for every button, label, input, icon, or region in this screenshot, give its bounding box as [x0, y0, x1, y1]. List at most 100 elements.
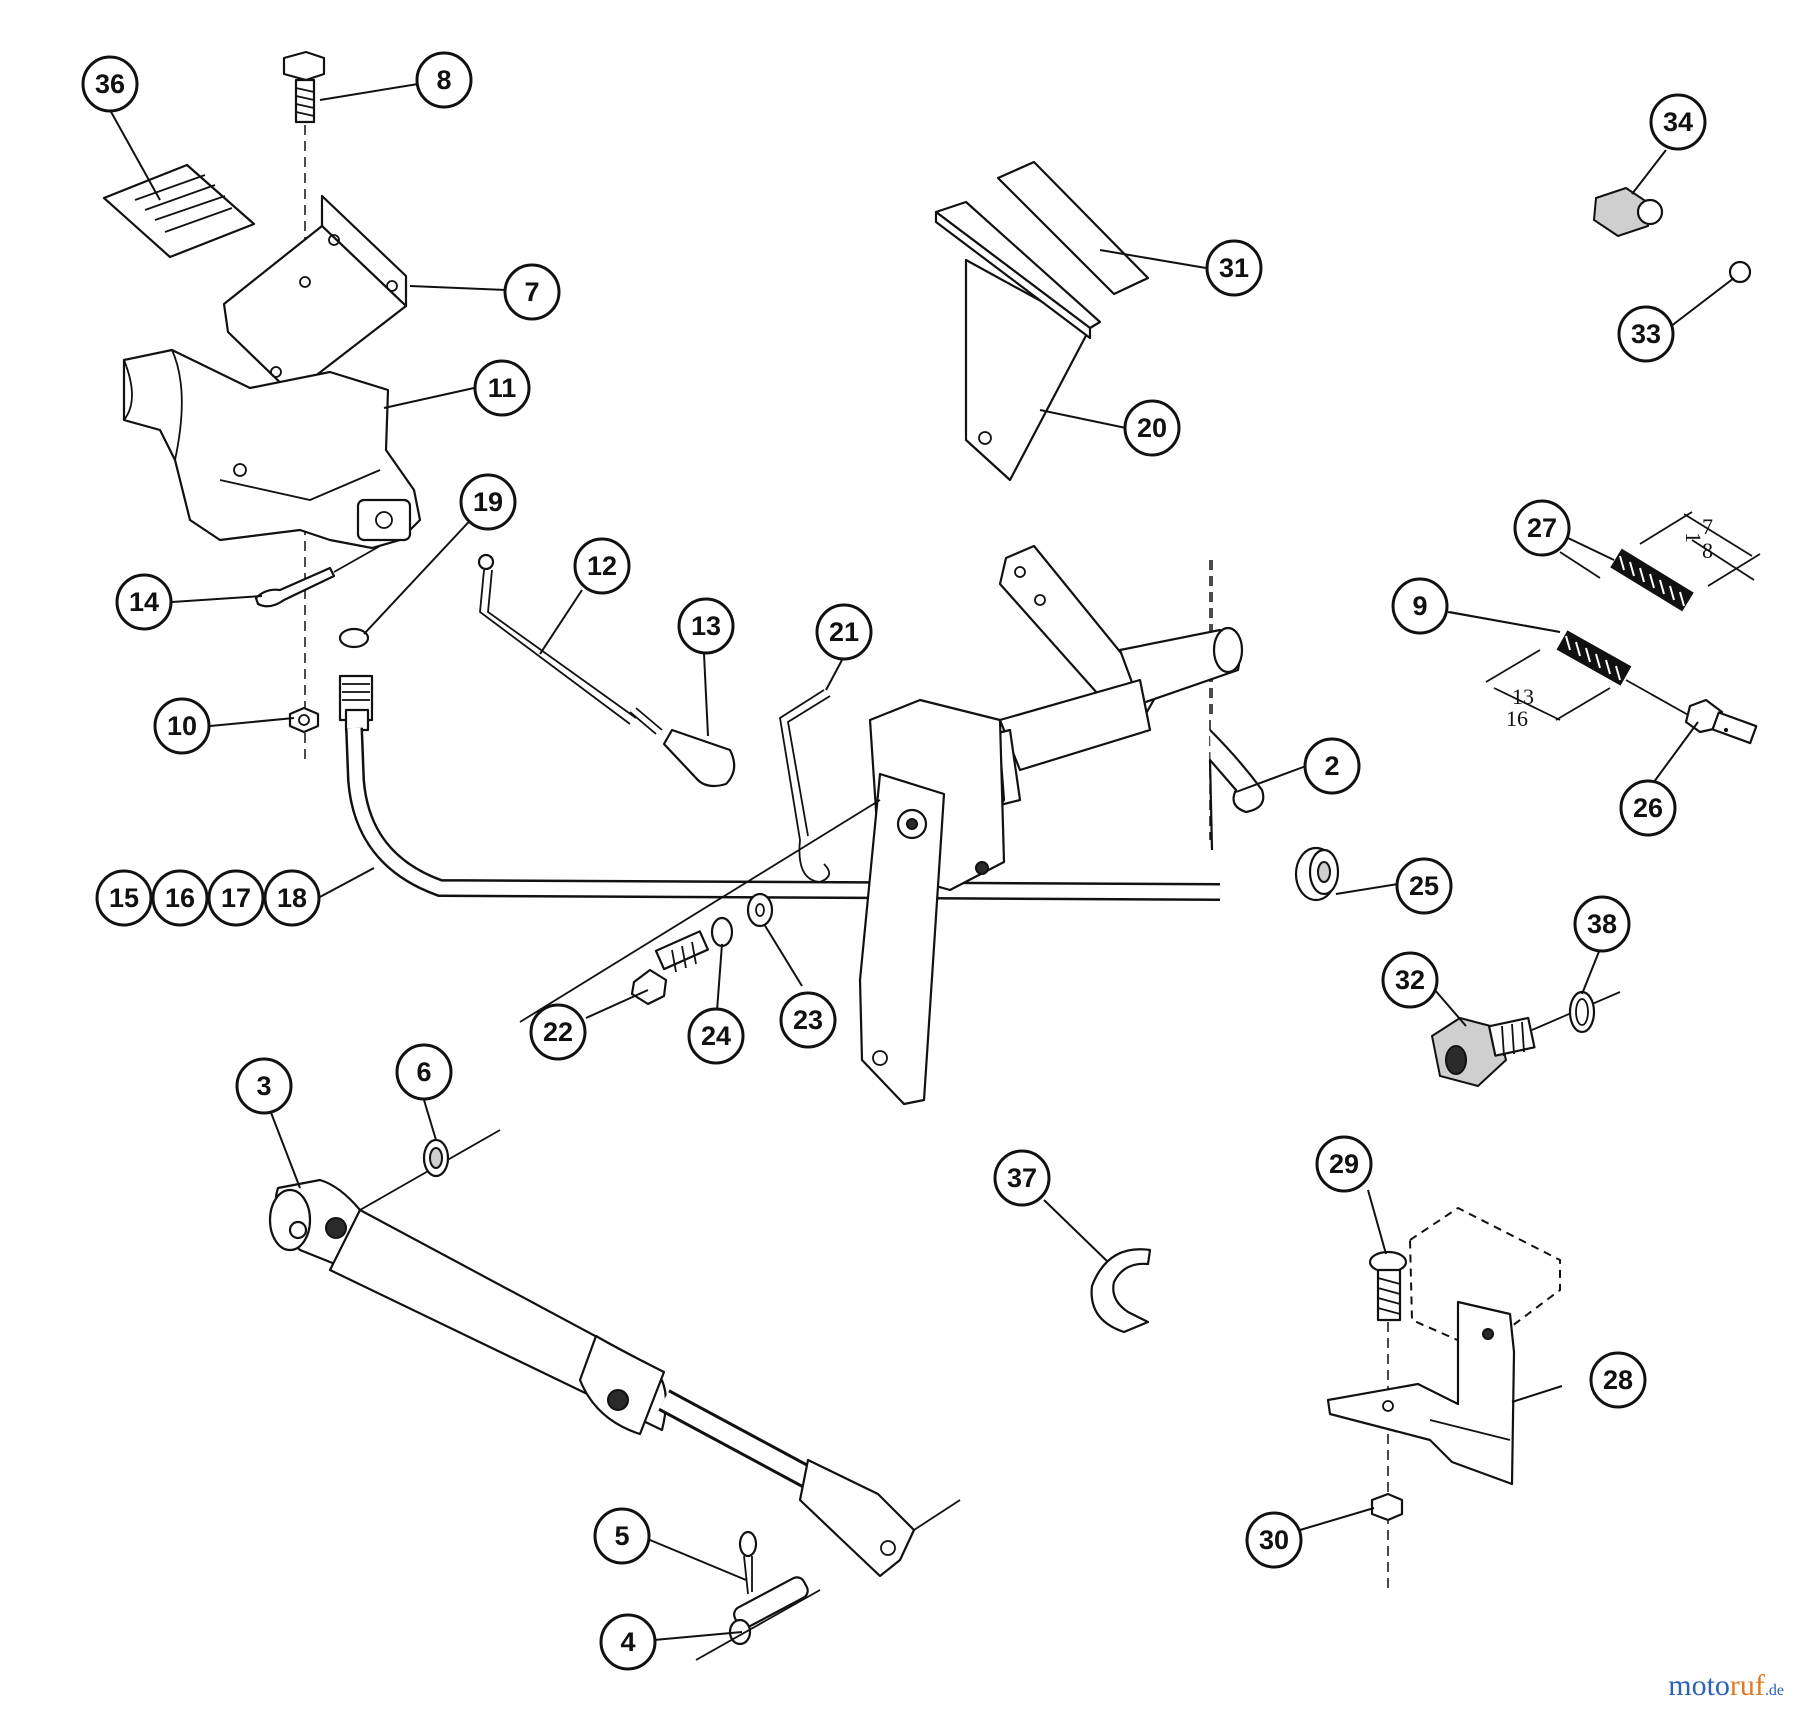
fitting-26-part: [1684, 698, 1758, 745]
callout-3: 3: [235, 1057, 293, 1115]
callout-27-label: 27: [1527, 513, 1557, 543]
spring-9-part: [1449, 611, 1691, 721]
dimension-9: 13 16: [1506, 684, 1534, 731]
callout-10: 10: [153, 697, 211, 755]
callout-17-label: 17: [221, 883, 251, 913]
callout-8-label: 8: [436, 65, 451, 95]
callout-27: 27: [1513, 499, 1571, 557]
callout-33-label: 33: [1631, 319, 1661, 349]
callout-36-label: 36: [95, 69, 125, 99]
callout-12: 12: [573, 537, 631, 595]
callout-19: 19: [459, 473, 517, 531]
fitting-34-part: [1592, 186, 1664, 238]
callout-38-label: 38: [1587, 909, 1617, 939]
callout-32: 32: [1381, 951, 1439, 1009]
callout-8: 8: [415, 51, 473, 109]
callout-3-label: 3: [256, 1071, 271, 1101]
callout-18: 18: [263, 869, 321, 927]
callout-6-label: 6: [416, 1057, 431, 1087]
dimension-9-denominator: 16: [1506, 706, 1528, 731]
callout-4-label: 4: [620, 1627, 635, 1657]
callout-5-label: 5: [614, 1521, 629, 1551]
callout-14: 14: [115, 573, 173, 631]
callout-12-label: 12: [587, 551, 617, 581]
dimension-27-numerator: 7: [1702, 514, 1713, 539]
cotter-14-part: [254, 545, 381, 608]
bracket-28-part: [1326, 1206, 1561, 1486]
callout-23: 23: [779, 991, 837, 1049]
watermark-part-c: .de: [1764, 1682, 1784, 1699]
callout-36: 36: [81, 55, 139, 113]
callout-24-label: 24: [701, 1021, 731, 1051]
callout-20-label: 20: [1137, 413, 1167, 443]
callout-38: 38: [1573, 895, 1631, 953]
pedal-shaft-part: [858, 544, 1244, 1106]
spring-27-part: [1559, 511, 1761, 612]
callout-21-label: 21: [829, 617, 859, 647]
callout-31: 31: [1205, 239, 1263, 297]
callout-7: 7: [503, 263, 561, 321]
nut-30-part: [1370, 1492, 1404, 1522]
control-rod-12-part: [477, 553, 663, 735]
watermark-part-a: moto: [1668, 1669, 1730, 1702]
callout-2-label: 2: [1324, 751, 1339, 781]
callout-29: 29: [1315, 1135, 1373, 1193]
callout-28: 28: [1589, 1351, 1647, 1409]
callout-30-label: 30: [1259, 1525, 1289, 1555]
bolt-8-part: [282, 50, 326, 760]
bolt-29-part: [1368, 1250, 1408, 1590]
callout-26: 26: [1619, 779, 1677, 837]
bolt-22-part: [630, 930, 710, 1006]
dimension-27: 1 7 8: [1681, 514, 1713, 563]
callout-16-label: 16: [165, 883, 195, 913]
hydraulic-line-part: [338, 674, 1221, 901]
knob-13-part: [662, 728, 736, 788]
callout-18-label: 18: [277, 883, 307, 913]
callout-10-label: 10: [167, 711, 197, 741]
callout-15-label: 15: [109, 883, 139, 913]
bracket-7-part: [222, 194, 408, 396]
callout-24: 24: [687, 1007, 745, 1065]
callout-37-label: 37: [1007, 1163, 1037, 1193]
cylinder-3-part: [268, 1129, 961, 1578]
callout-22-label: 22: [543, 1017, 573, 1047]
callout-22: 22: [529, 1003, 587, 1061]
bushing-6-part: [422, 1138, 450, 1178]
washer-24-part: [710, 916, 734, 948]
callout-15: 15: [95, 869, 153, 927]
nut-10-part: [288, 706, 320, 734]
callout-6: 6: [395, 1043, 453, 1101]
callout-32-label: 32: [1395, 965, 1425, 995]
callout-28-label: 28: [1603, 1365, 1633, 1395]
callout-9-label: 9: [1412, 591, 1427, 621]
pedal-arm-20-part: [934, 200, 1102, 482]
dimension-27-denominator: 8: [1702, 538, 1713, 563]
grommet-25-part: [1294, 846, 1340, 902]
dimension-9-numerator: 13: [1512, 684, 1534, 709]
callout-21: 21: [815, 603, 873, 661]
callout-11-label: 11: [488, 373, 517, 403]
cotter-2-part: [1208, 560, 1265, 851]
callout-5: 5: [593, 1507, 651, 1565]
callout-17: 17: [207, 869, 265, 927]
oring-38-part: [1568, 990, 1596, 1034]
washer-23-part: [746, 892, 774, 928]
link-rod-21-part: [779, 689, 831, 883]
watermark-logo: motoruf.de: [1668, 1669, 1784, 1703]
callout-11: 11: [473, 359, 531, 417]
callout-2: 2: [1303, 737, 1361, 795]
valve-housing-11-part: [122, 348, 422, 550]
callout-33: 33: [1617, 305, 1675, 363]
washer-19-part: [338, 627, 370, 649]
ring-37-part: [1090, 1248, 1152, 1334]
watermark-part-b: ruf: [1729, 1669, 1765, 1702]
cotter-5-part: [738, 1530, 758, 1595]
callout-9: 9: [1391, 577, 1449, 635]
callout-19-label: 19: [473, 487, 503, 517]
ball-33-part: [1728, 260, 1752, 284]
callout-14-label: 14: [129, 587, 159, 617]
callout-34: 34: [1649, 93, 1707, 151]
pin-4-part: [695, 1576, 821, 1661]
callout-26-label: 26: [1633, 793, 1663, 823]
